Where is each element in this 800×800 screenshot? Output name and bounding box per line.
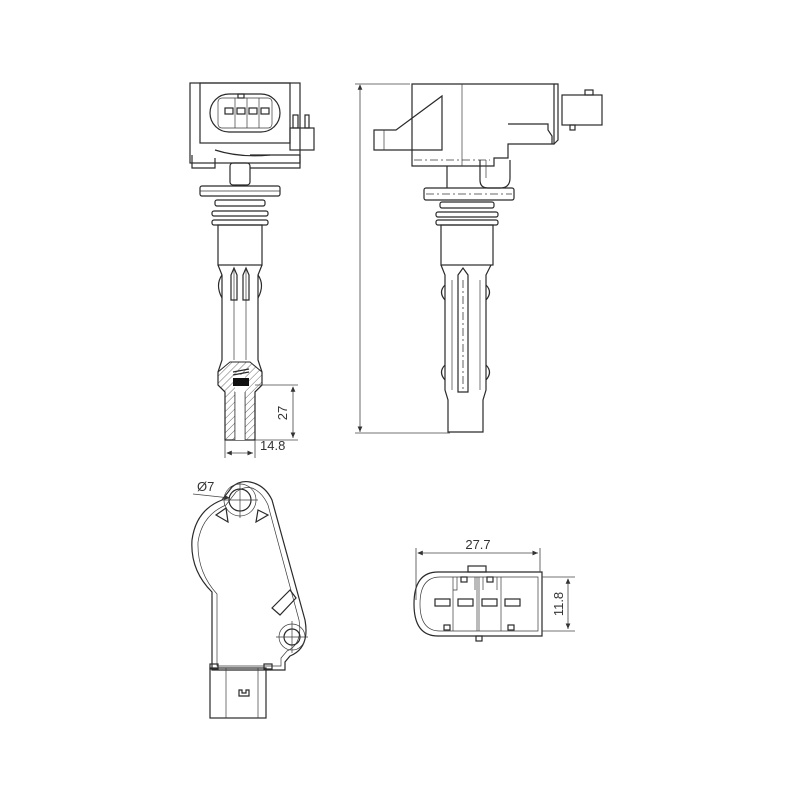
tip-diameter-label: 14.8 xyxy=(260,438,285,453)
dimension-connector-width: 27.7 xyxy=(415,537,541,600)
dimension-tip-length: 27 xyxy=(255,384,298,441)
connector-width-label: 27.7 xyxy=(465,537,490,552)
dimension-connector-height: 11.8 xyxy=(542,576,575,632)
front-view xyxy=(189,82,315,441)
tip-length-label: 27 xyxy=(275,406,290,420)
side-view xyxy=(355,83,603,434)
mount-hole-label: Ø7 xyxy=(197,479,214,494)
connector-pins xyxy=(434,576,521,631)
dimension-tip-diameter: 14.8 xyxy=(224,438,285,458)
top-view xyxy=(191,480,308,719)
connector-height-label: 11.8 xyxy=(551,592,566,616)
dimension-mount-hole: Ø7 xyxy=(192,479,231,500)
spring-icon xyxy=(232,368,250,386)
connector-pins-front xyxy=(224,93,270,128)
connector-view xyxy=(413,565,543,642)
